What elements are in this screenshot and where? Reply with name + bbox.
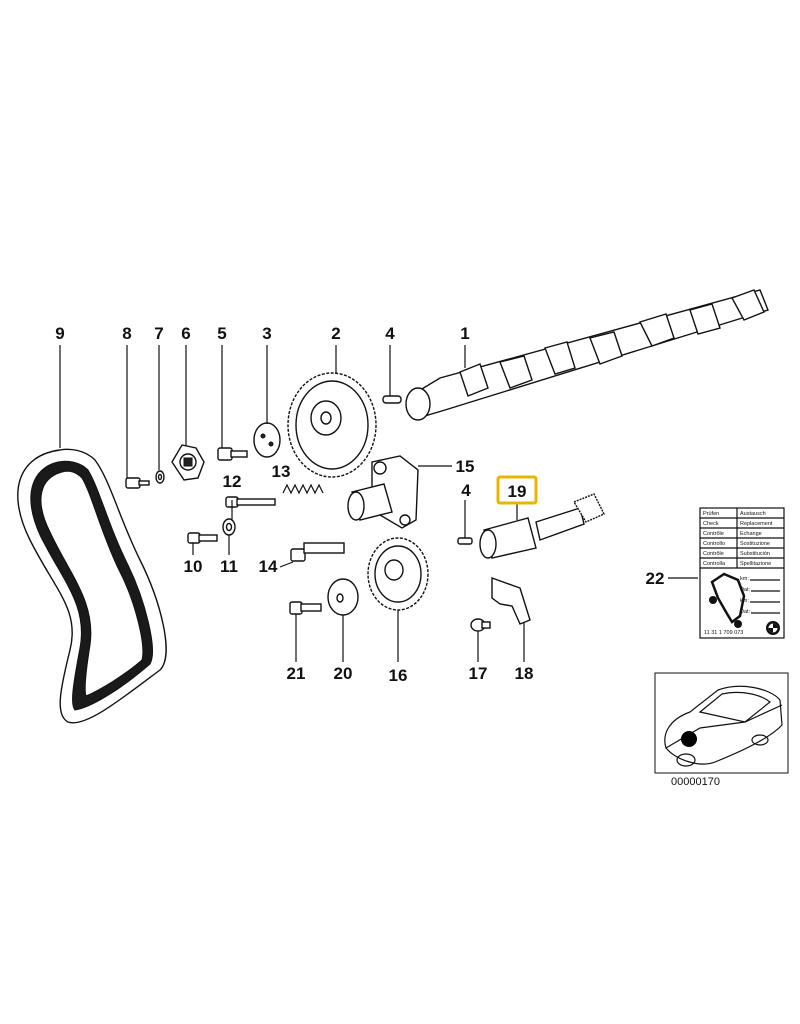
callout-21[interactable]: 21 bbox=[287, 664, 306, 683]
bolt-part[interactable] bbox=[217, 447, 248, 461]
bmw-logo-icon bbox=[766, 621, 780, 635]
bolt-10-part[interactable] bbox=[187, 532, 218, 544]
card-field-km1: km: bbox=[740, 576, 749, 582]
callout-4[interactable]: 4 bbox=[385, 324, 395, 343]
callout-12[interactable]: 12 bbox=[223, 472, 242, 491]
hub-part[interactable] bbox=[171, 444, 205, 481]
service-label-card[interactable]: Prüfen Austausch Check Replacement Contr… bbox=[699, 507, 785, 639]
callout-11[interactable]: 11 bbox=[220, 557, 238, 576]
callout-19[interactable]: 19 bbox=[508, 482, 527, 501]
timing-belt-part[interactable] bbox=[17, 448, 167, 724]
card-r1-a: Check bbox=[703, 521, 719, 527]
camshaft-part[interactable] bbox=[405, 289, 769, 421]
card-r2-b: Echange bbox=[740, 531, 762, 537]
dowel-pin-part[interactable] bbox=[382, 395, 402, 404]
card-r3-a: Controllo bbox=[703, 541, 725, 547]
washer-part[interactable] bbox=[155, 470, 165, 484]
callout-16[interactable]: 16 bbox=[389, 666, 408, 685]
bolt-21-part[interactable] bbox=[289, 601, 322, 615]
highlight-box bbox=[496, 475, 538, 505]
card-field-km2: km: bbox=[740, 598, 749, 604]
idler-pulley-part[interactable] bbox=[367, 537, 429, 611]
card-r0-b: Austausch bbox=[740, 511, 766, 517]
vehicle-locator-inset bbox=[654, 672, 789, 774]
flange-part[interactable] bbox=[253, 422, 281, 458]
card-r0-a: Prüfen bbox=[703, 511, 719, 517]
callout-9[interactable]: 9 bbox=[55, 324, 64, 343]
card-part-number: 11 31 1 709 073 bbox=[704, 630, 743, 636]
long-bolt-part[interactable] bbox=[225, 496, 276, 508]
card-r5-b: Spellitazione bbox=[740, 561, 771, 567]
callouts: 9 8 7 6 5 3 2 4 1 15 12 13 4 19 10 11 14… bbox=[55, 324, 664, 685]
card-field-dat1: Dat: bbox=[740, 587, 751, 593]
camshaft-sprocket-part[interactable] bbox=[287, 372, 377, 478]
spacer-disc-part[interactable] bbox=[327, 578, 359, 616]
callout-14[interactable]: 14 bbox=[259, 557, 278, 576]
callout-15[interactable]: 15 bbox=[456, 457, 475, 476]
card-r4-b: Substitución bbox=[740, 551, 770, 557]
card-r3-b: Sostituzione bbox=[740, 541, 770, 547]
callout-6[interactable]: 6 bbox=[181, 324, 190, 343]
location-marker-icon bbox=[681, 731, 697, 747]
tensioner-sleeve-part[interactable] bbox=[347, 483, 393, 521]
callout-1[interactable]: 1 bbox=[460, 324, 469, 343]
washer-11-part[interactable] bbox=[222, 518, 236, 536]
callout-3[interactable]: 3 bbox=[262, 324, 271, 343]
callout-5[interactable]: 5 bbox=[217, 324, 226, 343]
callout-7[interactable]: 7 bbox=[154, 324, 163, 343]
card-r2-a: Contrôle bbox=[703, 531, 724, 537]
leader-lines bbox=[59, 345, 698, 662]
screw-part[interactable] bbox=[470, 618, 491, 632]
callout-20[interactable]: 20 bbox=[334, 664, 353, 683]
dowel-pin-lower-part[interactable] bbox=[457, 537, 473, 545]
callout-4-lower[interactable]: 4 bbox=[461, 481, 471, 500]
intermediate-shaft-part[interactable] bbox=[479, 493, 605, 559]
card-r1-b: Replacement bbox=[740, 521, 773, 527]
card-r4-a: Contrôle bbox=[703, 551, 724, 557]
callout-22[interactable]: 22 bbox=[646, 569, 665, 588]
card-field-dat2: Dat: bbox=[740, 609, 751, 615]
callout-13[interactable]: 13 bbox=[272, 462, 291, 481]
bolt-small-part[interactable] bbox=[125, 477, 150, 489]
card-r5-a: Controlla bbox=[703, 561, 726, 567]
cover-plate-part[interactable] bbox=[491, 577, 531, 625]
figure-id: 00000170 bbox=[671, 776, 720, 788]
bolt-14-part[interactable] bbox=[290, 542, 345, 562]
callout-18[interactable]: 18 bbox=[515, 664, 534, 683]
callout-2[interactable]: 2 bbox=[331, 324, 340, 343]
callout-10[interactable]: 10 bbox=[184, 557, 203, 576]
callout-17[interactable]: 17 bbox=[469, 664, 488, 683]
spring-part[interactable] bbox=[282, 483, 324, 495]
callout-8[interactable]: 8 bbox=[122, 324, 131, 343]
